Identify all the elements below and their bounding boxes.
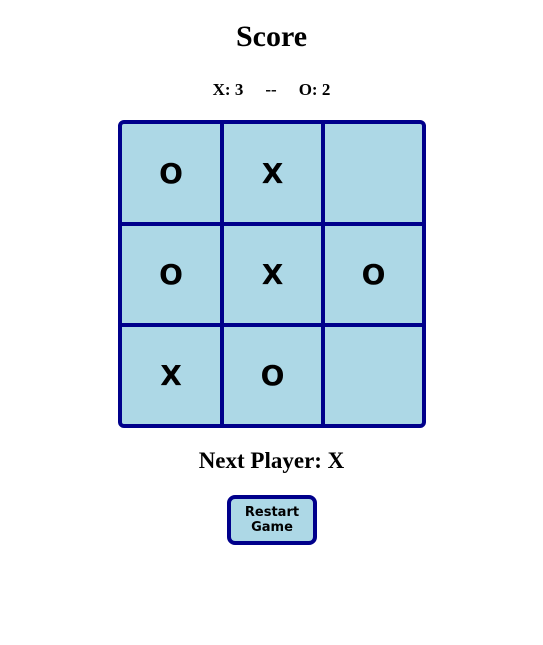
board-cell-1[interactable]: O: [122, 124, 220, 222]
board-cell-8[interactable]: O: [224, 327, 321, 424]
board-cell-2[interactable]: X: [224, 124, 321, 222]
board-cell-7[interactable]: X: [122, 327, 220, 424]
restart-game-button[interactable]: Restart Game: [227, 495, 317, 545]
game-board: O X O X O X O: [118, 120, 426, 428]
board-cell-3[interactable]: [325, 124, 422, 222]
scoreboard: X: 3 -- O: 2: [0, 80, 543, 100]
board-cell-4[interactable]: O: [122, 226, 220, 323]
next-player-status: Next Player: X: [198, 448, 345, 473]
board-cell-5[interactable]: X: [224, 226, 321, 323]
score-title: Score: [235, 20, 308, 53]
board-cell-9[interactable]: [325, 327, 422, 424]
board-cell-6[interactable]: O: [325, 226, 422, 323]
score-separator: --: [265, 80, 277, 99]
score-x: X: 3: [212, 80, 244, 99]
score-o: O: 2: [298, 80, 331, 99]
